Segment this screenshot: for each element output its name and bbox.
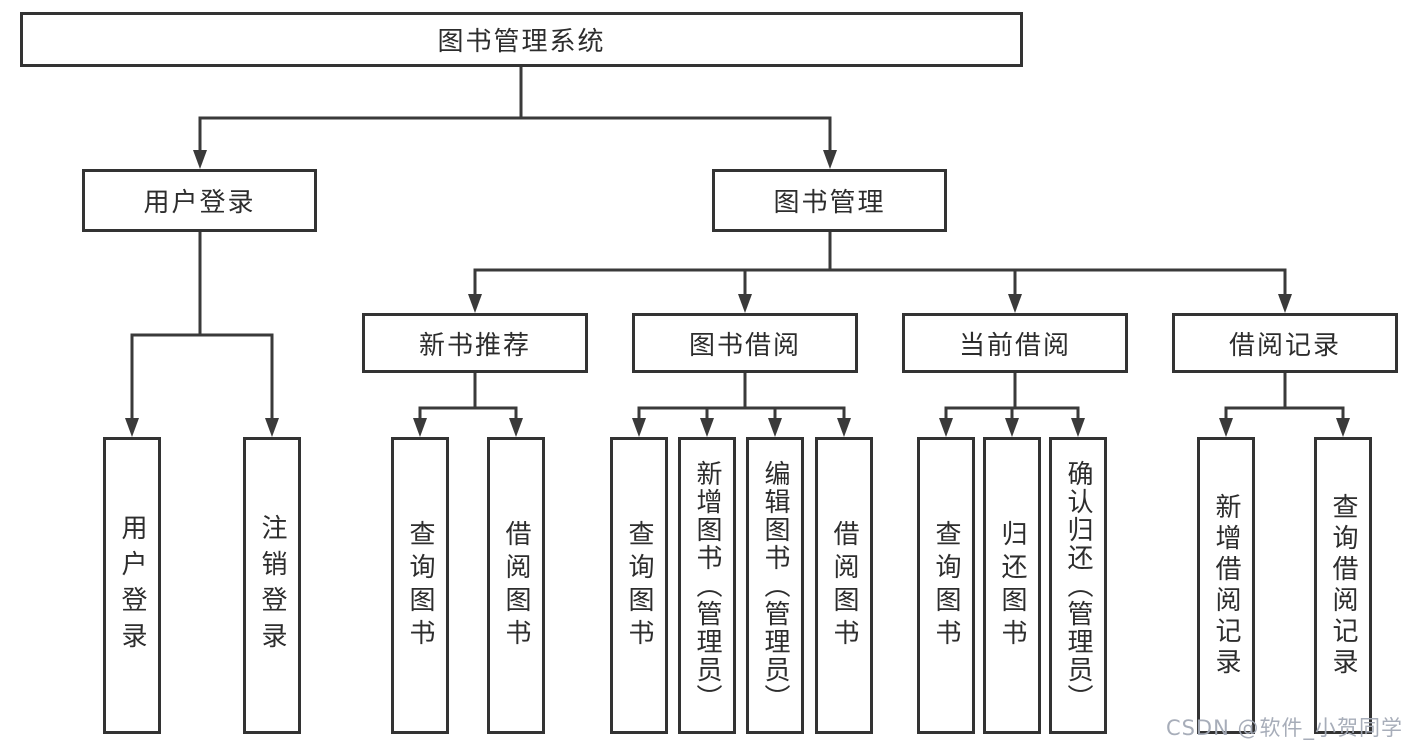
leaf-query-books-current-label: 查询图书	[931, 519, 961, 652]
leaf-add-borrow-record: 新增借阅记录	[1197, 437, 1255, 734]
leaf-borrow-books: 借阅图书	[815, 437, 873, 734]
node-root: 图书管理系统	[20, 12, 1023, 67]
leaf-add-books-admin-label: 新增图书（管理员）	[692, 459, 722, 712]
leaf-logout-label: 注销登录	[257, 513, 287, 658]
leaf-confirm-return-admin-label: 确认归还（管理员）	[1063, 459, 1093, 712]
csdn-watermark: CSDN @软件_小贺同学	[1165, 716, 1403, 740]
node-borrow-records-label: 借阅记录	[1228, 330, 1341, 361]
node-current-borrow: 当前借阅	[902, 313, 1128, 373]
node-book-borrow-label: 图书借阅	[688, 330, 801, 361]
node-current-borrow-label: 当前借阅	[958, 330, 1071, 361]
leaf-query-borrow-record: 查询借阅记录	[1314, 437, 1372, 734]
leaf-query-books-borrow-label: 查询图书	[624, 519, 654, 652]
leaf-return-books-label: 归还图书	[997, 519, 1027, 652]
leaf-logout: 注销登录	[243, 437, 301, 734]
leaf-return-books: 归还图书	[983, 437, 1041, 734]
leaf-query-books-borrow: 查询图书	[610, 437, 668, 734]
leaf-query-books-recommend-label: 查询图书	[405, 519, 435, 652]
leaf-edit-books-admin-label: 编辑图书（管理员）	[760, 459, 790, 712]
leaf-borrow-books-label: 借阅图书	[829, 519, 859, 652]
node-book-mgmt-label: 图书管理	[773, 188, 886, 218]
node-book-borrow: 图书借阅	[632, 313, 858, 373]
leaf-add-books-admin: 新增图书（管理员）	[678, 437, 736, 734]
leaf-edit-books-admin: 编辑图书（管理员）	[746, 437, 804, 734]
leaf-borrow-books-recommend: 借阅图书	[487, 437, 545, 734]
node-new-book-recommend: 新书推荐	[362, 313, 588, 373]
node-new-book-recommend-label: 新书推荐	[418, 330, 531, 361]
leaf-query-borrow-record-label: 查询借阅记录	[1328, 492, 1358, 679]
leaf-confirm-return-admin: 确认归还（管理员）	[1049, 437, 1107, 734]
node-book-mgmt: 图书管理	[712, 169, 947, 232]
leaf-query-books-current: 查询图书	[917, 437, 975, 734]
leaf-borrow-books-recommend-label: 借阅图书	[501, 519, 531, 652]
node-root-label: 图书管理系统	[437, 27, 606, 57]
leaf-query-books-recommend: 查询图书	[391, 437, 449, 734]
leaf-add-borrow-record-label: 新增借阅记录	[1211, 492, 1241, 679]
node-user-login: 用户登录	[82, 169, 317, 232]
leaf-user-login-label: 用户登录	[117, 513, 147, 658]
leaf-user-login: 用户登录	[103, 437, 161, 734]
node-borrow-records: 借阅记录	[1172, 313, 1398, 373]
node-user-login-label: 用户登录	[143, 188, 256, 218]
